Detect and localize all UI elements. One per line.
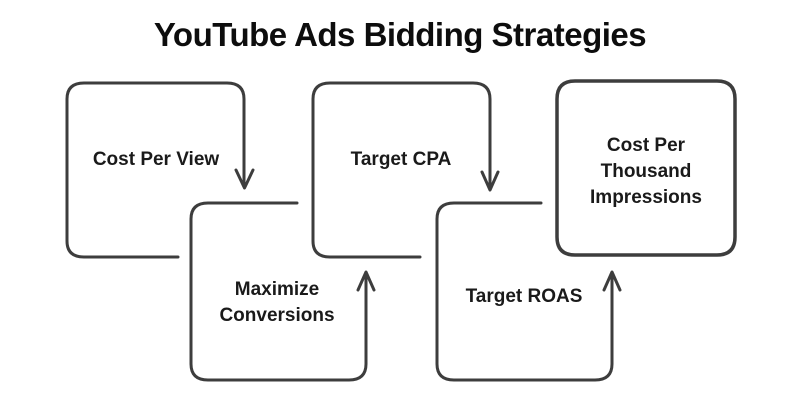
- arrowhead-maximize-conversions-to-target-cpa: [356, 270, 376, 292]
- node-box-maximize-conversions: [189, 201, 368, 382]
- page-title: YouTube Ads Bidding Strategies: [153, 16, 647, 53]
- node-label-cost-per-thousand-impressions: Cost Per Thousand Impressions: [590, 135, 702, 208]
- arrowhead-target-roas-to-cost-per-thousand-impressions: [602, 270, 622, 292]
- node-label-cost-per-view: Cost Per View: [92, 149, 220, 170]
- node-label-target-cpa: Target CPA: [350, 149, 452, 170]
- node-label-target-roas: Target ROAS: [465, 286, 583, 307]
- node-label-maximize-conversions: Maximize Conversions: [219, 279, 335, 326]
- node-box-cost-per-thousand-impressions: [555, 79, 737, 257]
- arrowhead-target-cpa-to-target-roas: [480, 170, 500, 192]
- node-box-target-roas: [435, 201, 614, 382]
- node-box-cost-per-view: [65, 81, 246, 259]
- arrowhead-cost-per-view-to-maximize-conversions: [234, 168, 255, 190]
- node-box-target-cpa: [311, 81, 492, 259]
